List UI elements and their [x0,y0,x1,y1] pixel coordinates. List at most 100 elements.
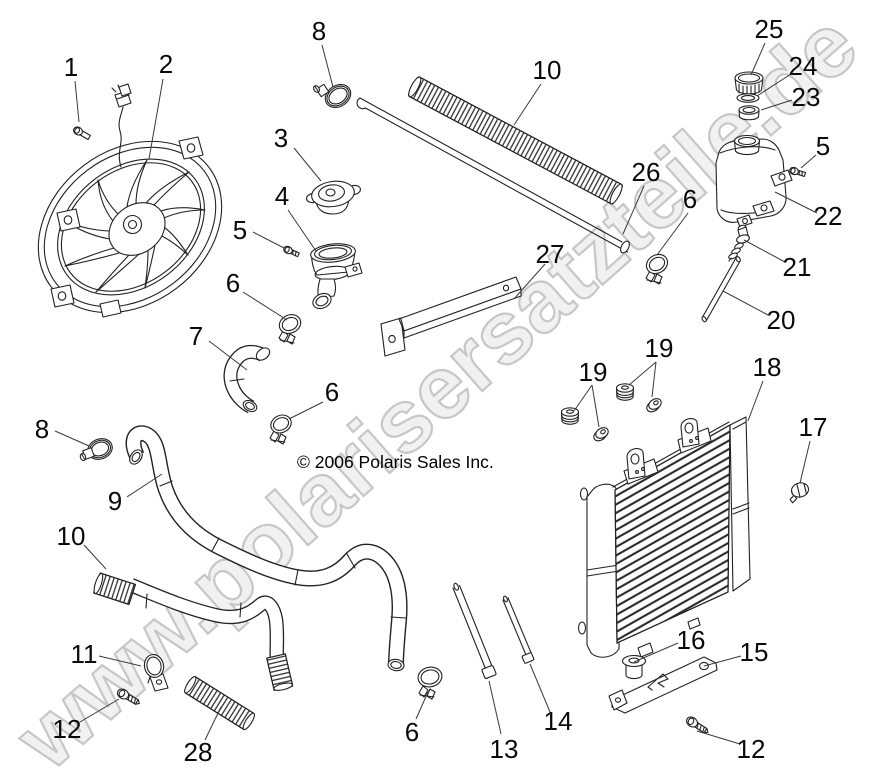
leader-line-19 [573,384,593,412]
leader-line-28 [204,706,222,741]
part-rod-13 [452,582,497,679]
leader-line-25 [750,42,766,76]
part-bracket-27 [380,276,522,357]
part-bolt-1 [73,126,91,141]
callout-25: 25 [754,14,784,44]
callout-12: 12 [52,714,82,744]
callout-10: 10 [532,55,562,85]
callout-8: 8 [34,414,50,444]
part-filler-neck-4 [310,243,363,310]
leader-line-12 [79,698,120,723]
leader-lines-layer [54,42,818,745]
callout-5: 5 [815,131,831,161]
callout-6: 6 [324,377,340,407]
leader-line-19 [591,384,600,428]
callout-6: 6 [404,717,420,747]
leader-line-16 [633,642,679,663]
callout-11: 11 [70,639,98,669]
callout-19: 19 [644,333,674,363]
callout-8: 8 [311,16,327,46]
part-bolt-17 [789,482,810,504]
callout-21: 21 [782,252,812,282]
callout-20: 20 [766,305,796,335]
part-washer-24 [736,93,760,103]
callout-2: 2 [158,49,174,79]
leader-line-14 [529,663,551,713]
callout-27: 27 [535,239,565,269]
part-washer-19a [593,427,609,442]
leader-line-6 [656,212,689,256]
callout-9: 9 [107,486,123,516]
leader-line-3 [293,147,322,182]
part-rod-14 [502,595,535,664]
callout-28: 28 [183,737,213,767]
callout-19: 19 [578,357,608,387]
leader-line-22 [774,191,818,214]
leader-line-9 [126,473,163,498]
leader-line-11 [98,655,142,667]
callout-26: 26 [631,157,661,187]
part-clamp-6c [417,666,443,700]
part-screw-12b [685,716,709,734]
part-clamp-6b [645,253,669,285]
callout-17: 17 [798,412,828,442]
leader-line-10 [513,83,542,126]
part-tube-20 [701,256,741,323]
callout-6: 6 [682,184,698,214]
leader-line-20 [722,290,769,316]
callout-24: 24 [788,51,818,81]
leader-line-6 [242,291,288,321]
part-clamp-6d [269,414,292,445]
part-washer-19b [646,398,662,413]
callout-14: 14 [543,706,573,736]
leader-line-21 [743,239,786,263]
callout-15: 15 [739,637,769,667]
leader-line-18 [747,380,764,422]
leader-line-13 [488,680,502,735]
leader-line-8 [321,44,334,88]
leader-line-6 [415,691,429,720]
leader-line-8 [54,430,90,447]
part-tube-26 [356,97,630,254]
part-screw-5b [789,166,807,178]
leader-line-10 [83,544,107,570]
leader-line-6 [288,401,324,420]
leader-line-17 [799,440,811,484]
fan-wire-connector [111,83,132,168]
part-reservoir-22 [715,134,793,228]
part-hose-7 [223,344,271,414]
callout-5: 5 [232,215,248,245]
leader-line-23 [760,99,793,111]
leader-line-1 [74,80,80,123]
part-cap-25 [734,71,764,97]
callout-3: 3 [273,123,289,153]
leader-line-7 [208,340,248,371]
part-cap-3 [306,180,361,215]
part-hose-10 [93,572,294,691]
part-bushing-23 [738,105,760,121]
callout-13: 13 [489,734,519,764]
leader-line-26 [622,185,645,235]
callout-18: 18 [752,352,782,382]
part-clamp-6a [278,314,302,345]
part-clamp-11 [143,654,169,692]
leader-line-27 [513,263,546,300]
part-radiator-18 [577,416,751,658]
part-clamp-8a [313,83,352,109]
fan-blades [64,159,206,293]
callout-6: 6 [225,268,241,298]
leader-line-19 [628,361,657,386]
part-hose-9 [125,425,408,672]
leader-line-2 [148,78,164,160]
part-grommet-19a [560,407,580,425]
callout-22: 22 [813,201,843,231]
copyright-text: © 2006 Polaris Sales Inc. [297,452,494,472]
part-screw-5a [283,245,300,258]
part-fitting-21 [728,224,750,262]
callout-16: 16 [676,625,706,655]
part-grommet-19b [615,383,635,401]
part-tube-28 [184,676,255,731]
callout-4: 4 [274,181,290,211]
part-duct-10 [407,76,623,205]
